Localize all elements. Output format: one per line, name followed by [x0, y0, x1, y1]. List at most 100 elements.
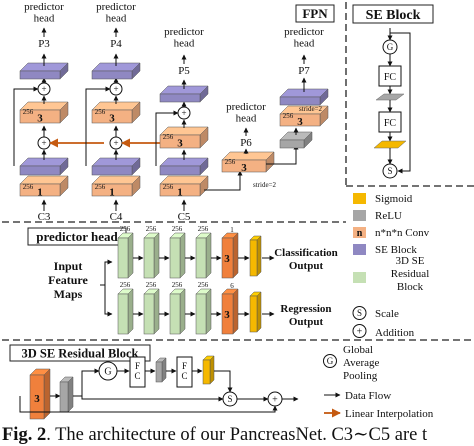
ph-cls-res-block-3-side — [179, 232, 186, 279]
fpn-p6-label: P6 — [240, 137, 252, 149]
fpn-p6-conv-kernel: 3 — [241, 162, 247, 174]
fpn-c5-se1-front — [159, 165, 201, 176]
ph-reg-res-block-1-front — [117, 293, 129, 335]
res-branch-up — [81, 368, 100, 396]
se-block-title: SE Block — [366, 8, 421, 23]
legend-add-label: Addition — [375, 327, 415, 339]
figure-caption-text: . The architecture of our PancreasNet. C… — [46, 425, 428, 445]
ph-cls-sigmoid-side — [256, 235, 262, 277]
legend-scale-symbol — [352, 306, 367, 320]
ph-cls-sigmoid-front — [249, 239, 258, 277]
fpn-c4-se1-front — [91, 165, 133, 176]
legend-interp-label: Linear Interpolation — [345, 408, 434, 420]
fpn-c3-conv1 — [19, 175, 69, 197]
fpn-p4-label: P4 — [110, 38, 122, 50]
fpn-p7-se — [279, 88, 329, 106]
ph-cls-res-block-4-side — [205, 232, 212, 279]
ph-reg-res-block-4-front — [195, 293, 207, 335]
res-direct-path — [81, 396, 224, 402]
fpn-p6-conv-channels: 256 — [225, 158, 236, 166]
fpn-p7-stride-note: stride=2 — [299, 105, 322, 113]
legend-gap-symbol-label: G — [327, 356, 334, 366]
ph-reg-conv-kernel: 3 — [224, 309, 230, 321]
res-conv-kernel: 3 — [34, 393, 40, 405]
ph-reg-res-block-2 — [143, 288, 160, 335]
fpn-c3-se1 — [19, 157, 69, 176]
ph-cls-conv-channels: 1 — [230, 226, 234, 234]
fpn-c4-input-label: C4 — [110, 211, 123, 223]
fpn-c3-conv3 — [19, 101, 69, 124]
ph-reg-res-block-3-channels: 256 — [172, 281, 183, 289]
res-fc-relu-side — [161, 357, 167, 383]
fpn-c4-conv3 — [91, 101, 141, 124]
res-sigmoid-front — [202, 359, 211, 385]
fpn-c3-conv1-channels: 256 — [23, 183, 34, 191]
se-residual-title: 3D SE Residual Block — [21, 347, 138, 361]
legend-gap-symbol — [323, 354, 337, 368]
res-skip-path — [19, 396, 278, 413]
legend-scale-symbol-label: S — [357, 308, 362, 318]
ph-reg-conv-channels: 6 — [230, 282, 234, 290]
fpn-p6-input-path — [204, 170, 243, 191]
fpn-c3-skip — [13, 86, 39, 166]
res-add-label: + — [272, 395, 278, 406]
legend-scale-label: Scale — [375, 308, 399, 320]
ph-reg-res-block-2-side — [153, 288, 160, 335]
ph-reg-res-block-3 — [169, 288, 186, 335]
panel-borders — [2, 2, 474, 341]
res-sigmoid — [202, 355, 215, 385]
figure-caption-label: Fig. 2 — [2, 425, 47, 445]
fpn-c5-conv1-channels: 256 — [163, 183, 174, 191]
ph-reg-res-block-3-front — [169, 293, 181, 335]
fpn-p7-relu — [279, 131, 313, 149]
fpn-c4-top-add-label: + — [113, 84, 118, 94]
ph-cls-res-block-4-front — [195, 237, 207, 279]
ph-reg-res-block-2-front — [143, 293, 155, 335]
ph-reg-res-block-1-channels: 256 — [120, 281, 131, 289]
fpn-p7-conv-front — [279, 113, 321, 127]
fpn-c5-conv1-kernel: 1 — [177, 187, 183, 199]
fpn-c5-input-label: C5 — [178, 211, 191, 223]
res-fc-relu-front — [155, 361, 163, 383]
se-fc2-label: FC — [384, 118, 397, 129]
se-scale — [382, 163, 398, 179]
fpn-c5-se2 — [159, 85, 209, 103]
fpn-c5-conv3-channels: 256 — [163, 133, 174, 141]
res-relu — [59, 376, 74, 413]
res-conv-front — [29, 374, 45, 420]
ph-cls-res-block-3 — [169, 232, 186, 279]
fpn-c3-conv3-kernel: 3 — [37, 113, 43, 125]
legend-se-swatch — [353, 244, 366, 255]
res-conv — [29, 368, 51, 420]
ph-reg-sigmoid-side — [256, 291, 262, 333]
fpn-c5-conv1-front — [159, 183, 201, 197]
predictor-head-title: predictor head — [36, 229, 118, 244]
res-relu-front — [59, 381, 69, 413]
fpn-c5-conv3-kernel: 3 — [177, 138, 183, 150]
res-fc2 — [176, 356, 193, 388]
ph-reg-sigmoid-front — [249, 295, 258, 333]
se-fc1-label: FC — [384, 72, 397, 83]
fpn-c5-se1 — [159, 157, 209, 176]
ph-cls-res-block-4-channels: 256 — [198, 225, 209, 233]
legend-relu-label: ReLU — [375, 210, 402, 222]
fpn-c4-se1 — [91, 157, 141, 176]
fpn-c4-se2 — [91, 62, 141, 80]
ph-reg-res-block-1 — [117, 288, 134, 335]
ph-cls-conv-kernel: 3 — [224, 253, 230, 265]
